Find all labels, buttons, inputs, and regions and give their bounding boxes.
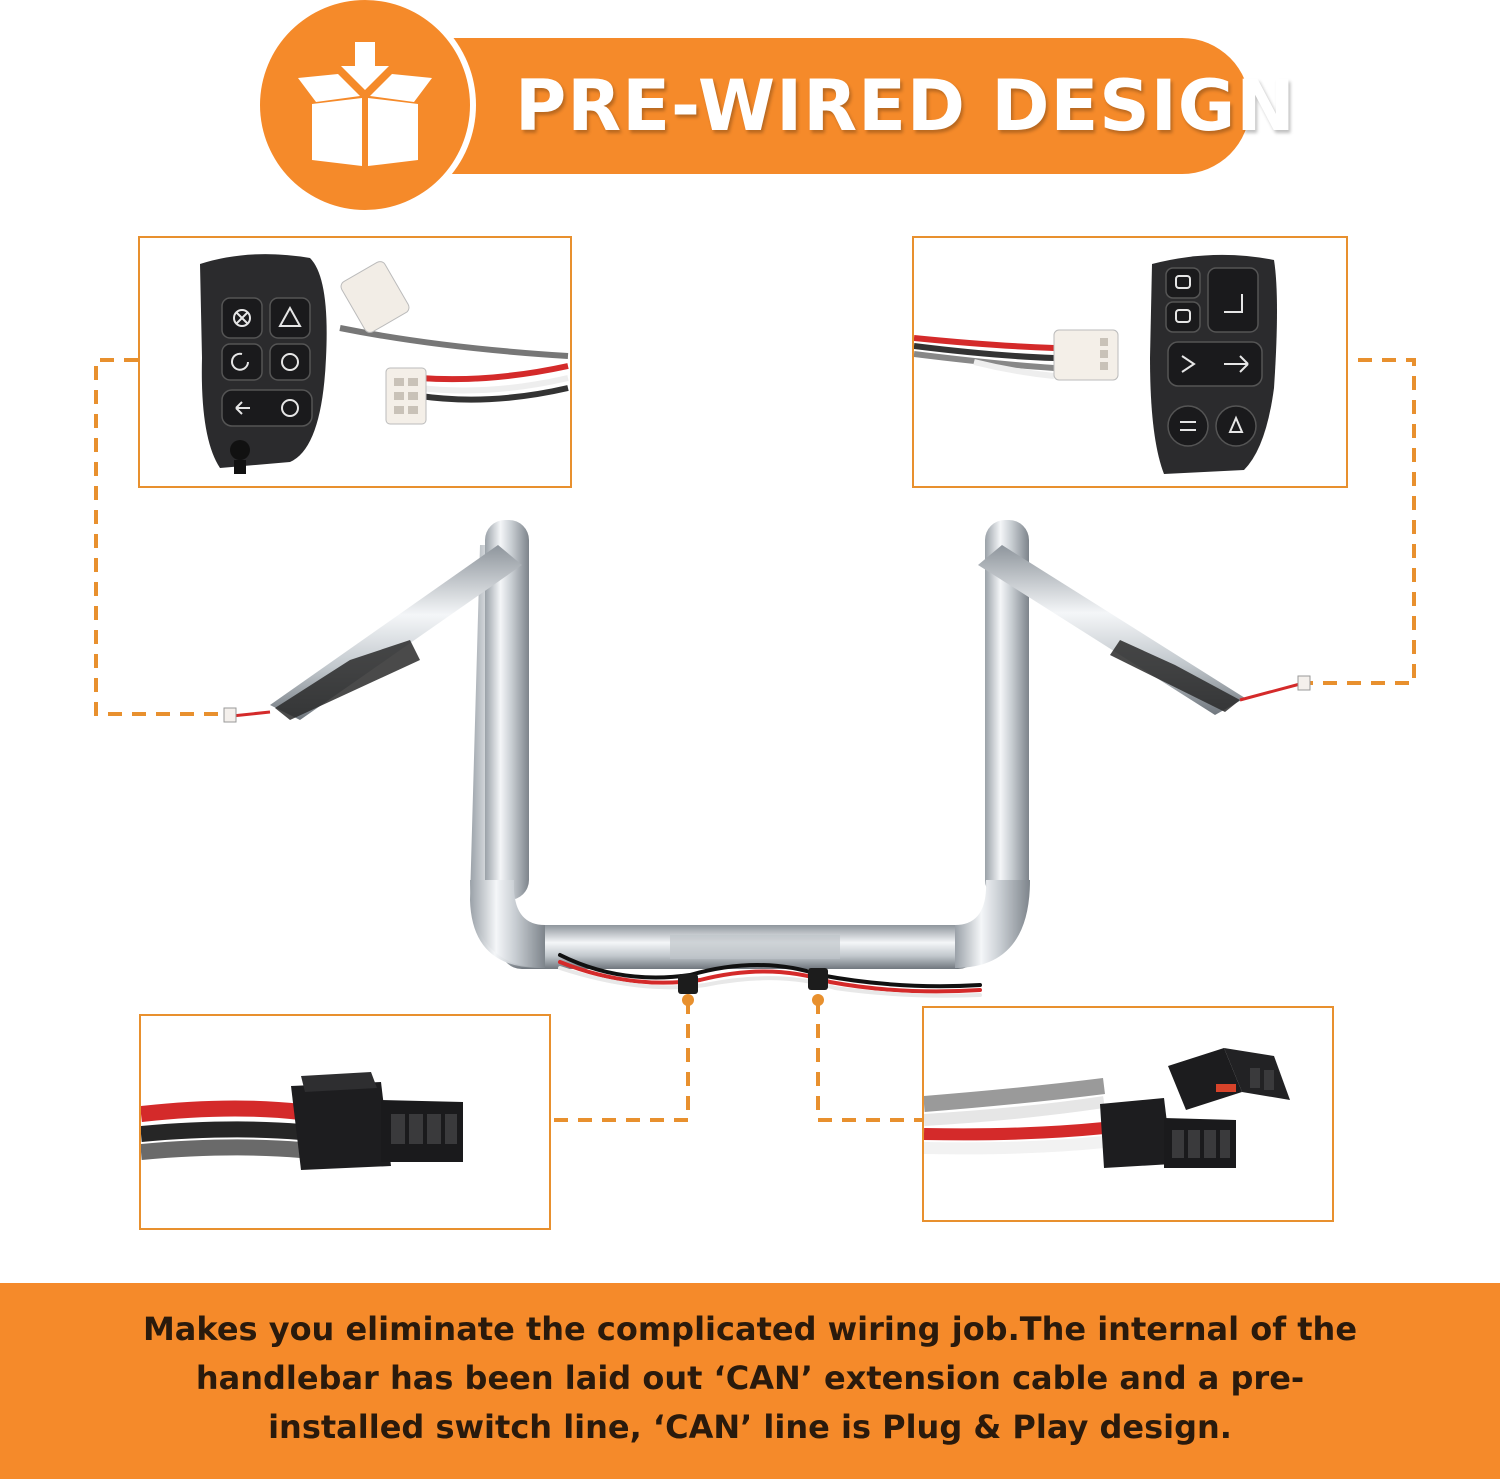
leader-dots (682, 994, 824, 1006)
open-box-download-icon (298, 42, 432, 166)
center-connectors (678, 968, 828, 994)
center-wiring (558, 953, 982, 998)
left-can-connector-image (141, 1072, 463, 1170)
left-switch-housing-image (200, 254, 569, 474)
handlebar-illustration (94, 358, 1416, 1122)
title-pill: PRE-WIRED DESIGN (435, 38, 1296, 174)
right-switch-housing-image (914, 254, 1277, 474)
callout-right-can-connector (922, 1006, 1334, 1222)
box-icon-badge (260, 0, 470, 210)
right-can-connector-image (924, 1048, 1290, 1168)
description-banner: Makes you eliminate the complicated wiri… (0, 1283, 1500, 1479)
callout-left-can-connector (139, 1014, 551, 1230)
callout-left-switch-housing (138, 236, 572, 488)
header-banner: PRE-WIRED DESIGN (260, 0, 1296, 210)
leader-lines (94, 358, 1416, 1122)
page-title: PRE-WIRED DESIGN (515, 65, 1296, 147)
handlebar-chrome (270, 520, 1245, 969)
description-text: Makes you eliminate the complicated wiri… (142, 1310, 1358, 1446)
grip-pigtails (231, 682, 1301, 718)
callout-right-switch-housing (912, 236, 1348, 488)
